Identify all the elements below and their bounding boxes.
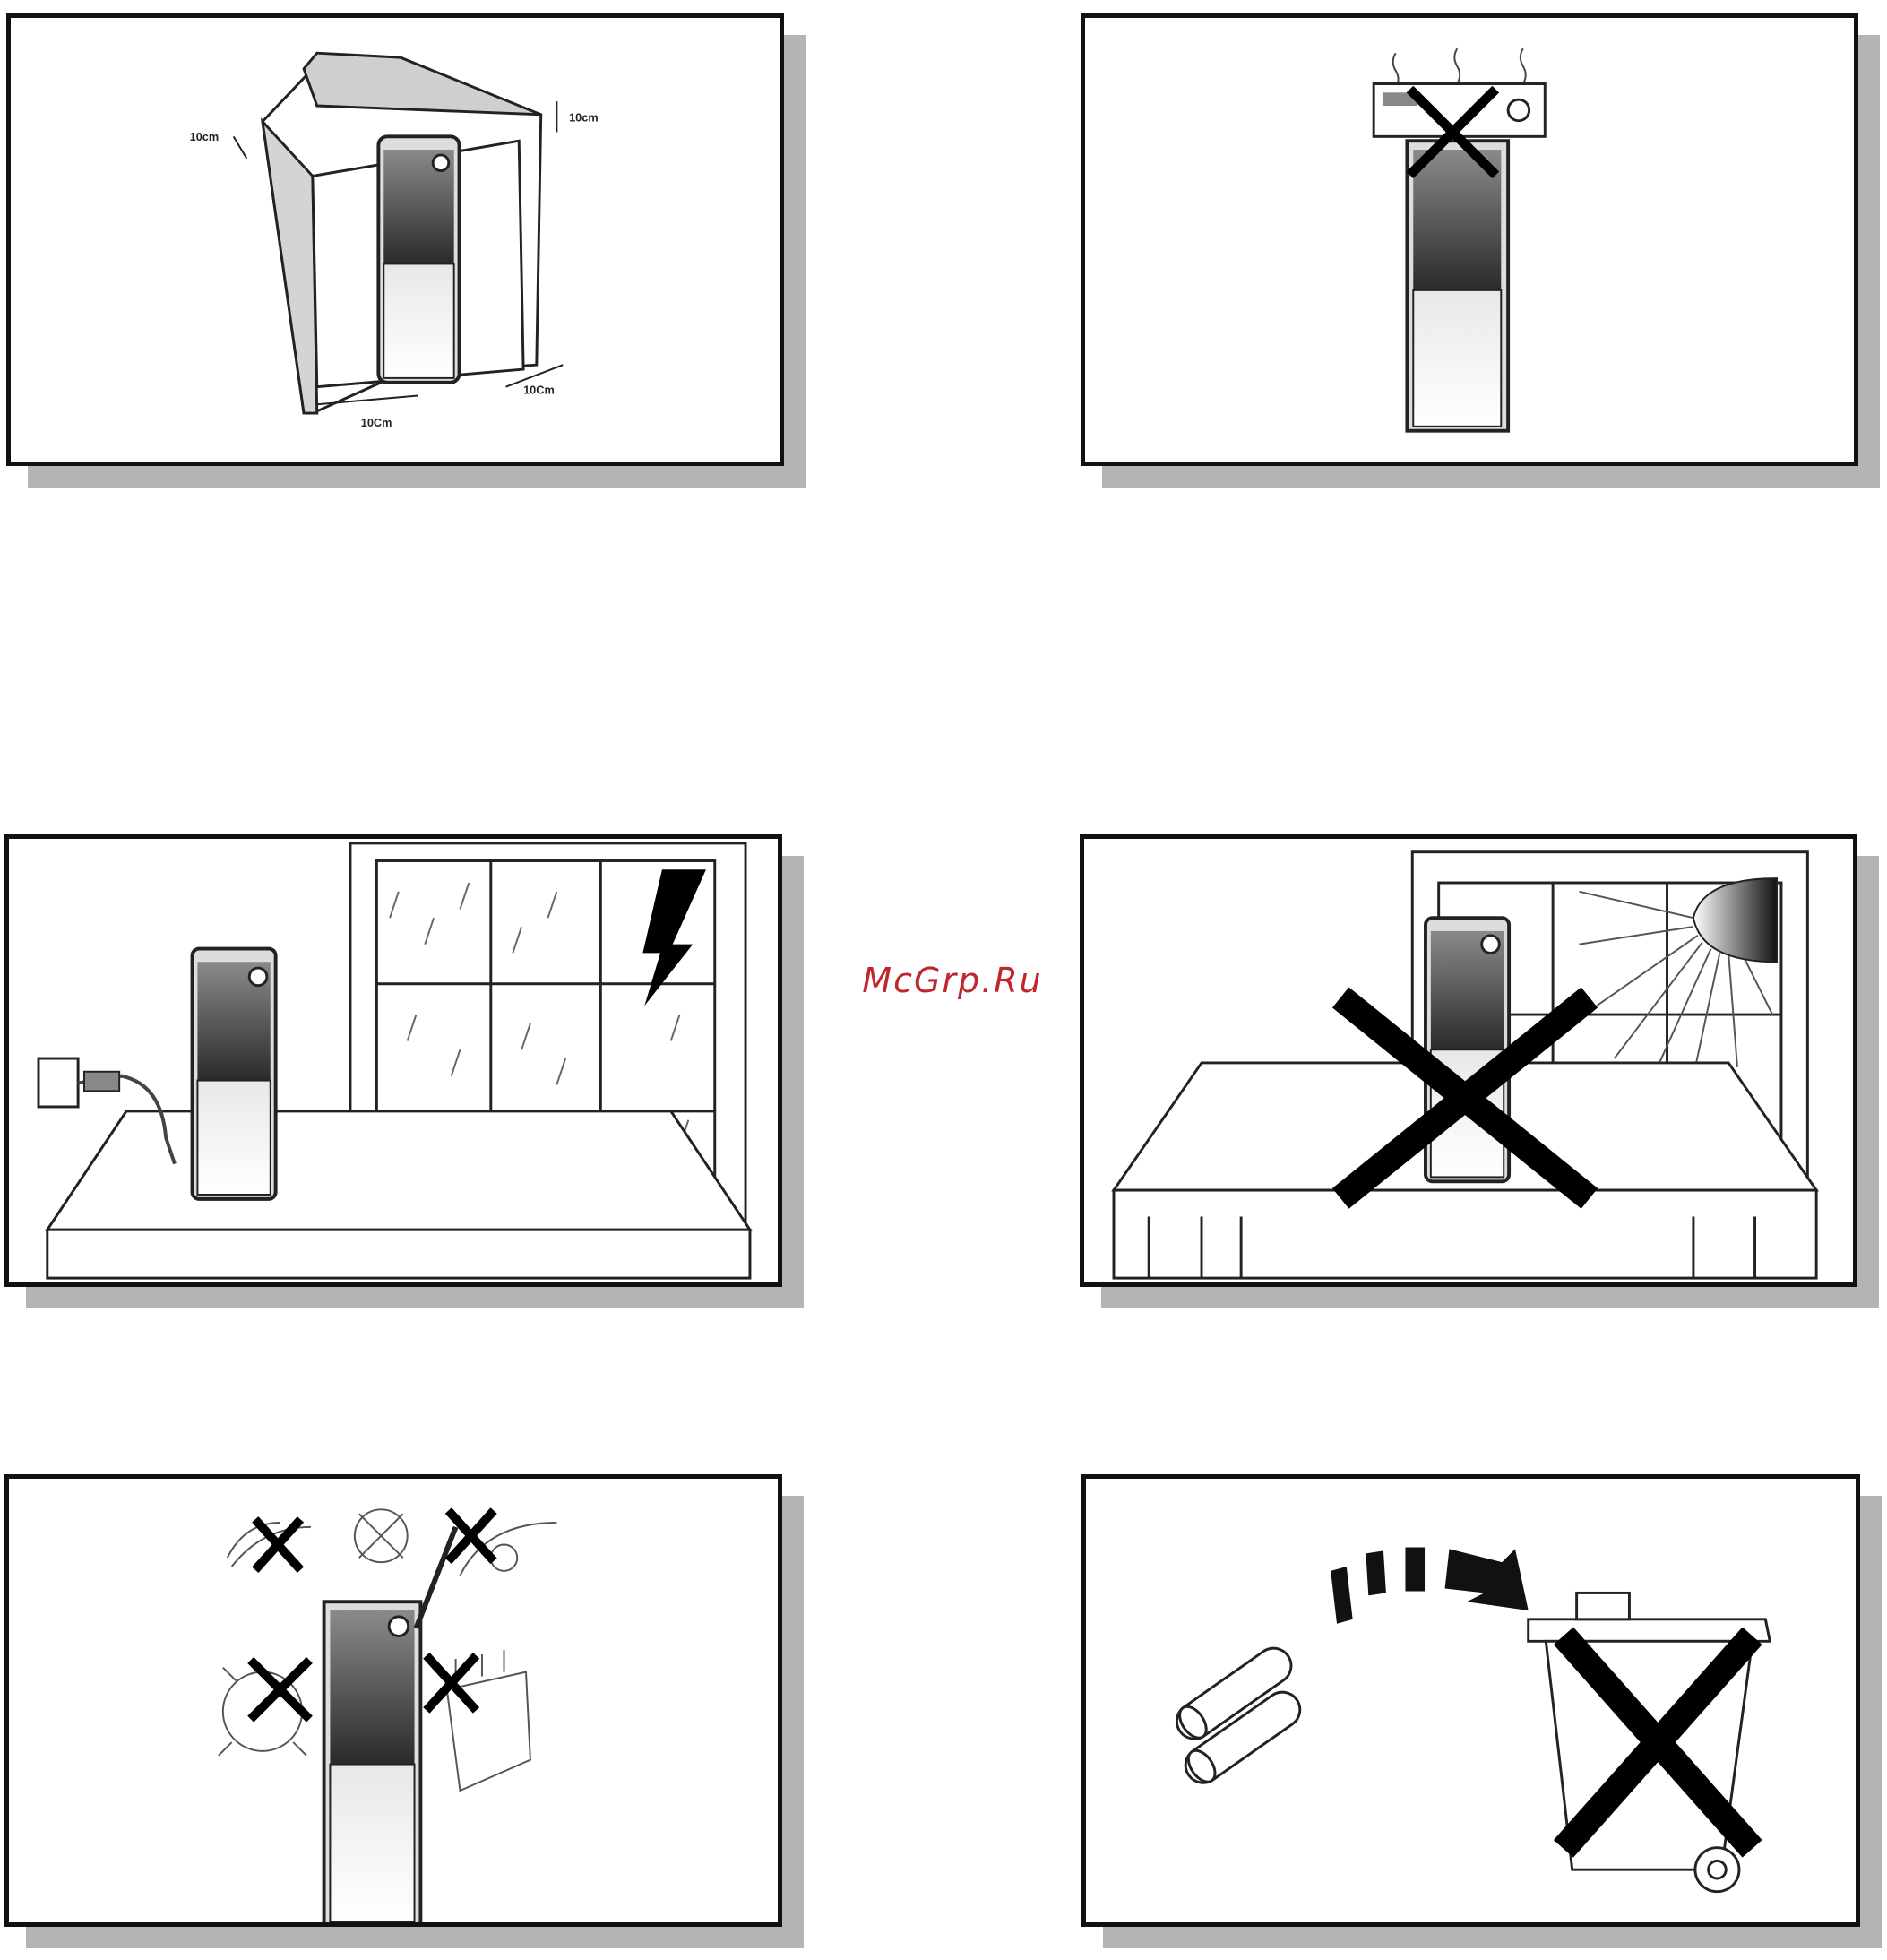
storm-illustration bbox=[9, 839, 778, 1282]
battery-disposal-illustration bbox=[1086, 1479, 1856, 1922]
arrow-icon bbox=[1331, 1547, 1529, 1623]
panel-frame bbox=[4, 1474, 782, 1927]
label-right-clearance: 10Cm bbox=[523, 384, 555, 397]
panel-no-heat-magnets bbox=[4, 1474, 782, 1927]
hazards-illustration bbox=[9, 1479, 778, 1922]
speaker-tower bbox=[324, 1602, 421, 1922]
label-left-clearance: 10cm bbox=[190, 130, 220, 143]
battery-icon bbox=[1170, 1641, 1307, 1789]
panel-frame bbox=[1081, 13, 1858, 466]
table bbox=[47, 1111, 750, 1230]
panel-no-direct-sun bbox=[1080, 834, 1857, 1287]
panel-ventilation: 10cm 10cm 10Cm 10Cm bbox=[6, 13, 784, 466]
panel-frame bbox=[4, 834, 782, 1287]
speaker-tower bbox=[1426, 918, 1509, 1181]
no-stacking-illustration bbox=[1085, 18, 1854, 462]
panel-frame bbox=[1081, 1474, 1860, 1927]
panel-frame bbox=[1080, 834, 1857, 1287]
panel-battery-disposal bbox=[1081, 1474, 1860, 1927]
wall-outlet bbox=[39, 1058, 78, 1107]
label-bottom-clearance: 10Cm bbox=[361, 416, 392, 429]
speaker-tower bbox=[193, 949, 276, 1199]
speaker-tower bbox=[378, 136, 459, 382]
panel-no-stacking bbox=[1081, 13, 1858, 466]
sunlight-illustration bbox=[1084, 839, 1853, 1282]
ventilation-illustration: 10cm 10cm 10Cm 10Cm bbox=[11, 18, 780, 462]
label-top-clearance: 10cm bbox=[569, 111, 599, 125]
panel-frame: 10cm 10cm 10Cm 10Cm bbox=[6, 13, 784, 466]
plug-icon bbox=[84, 1072, 119, 1092]
panel-unplug-storm bbox=[4, 834, 782, 1287]
watermark: McGrp.Ru bbox=[858, 961, 1047, 1000]
heat-waves bbox=[1393, 48, 1526, 88]
speaker-tower bbox=[1407, 141, 1508, 430]
